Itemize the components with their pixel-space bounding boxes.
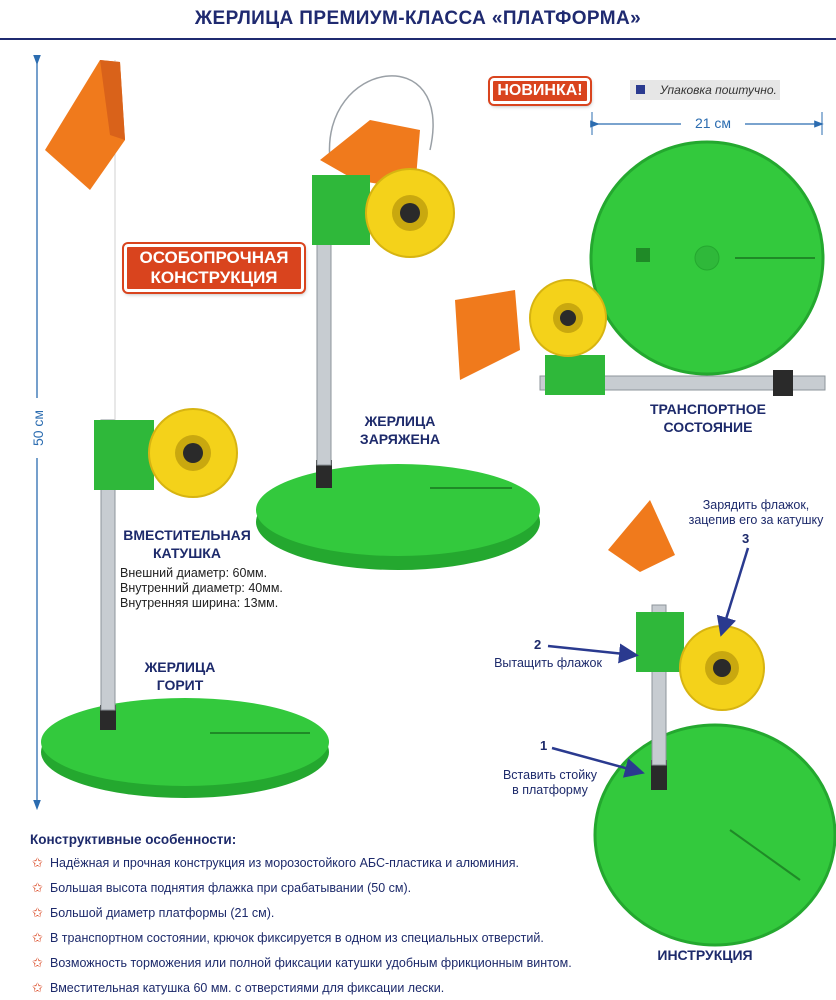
triggered-label-line1: ЖЕРЛИЦА xyxy=(144,659,216,675)
new-badge: НОВИНКА! xyxy=(490,78,590,104)
step-text-2: Вытащить флажок xyxy=(478,656,618,671)
step-text-1: Вставить стойку в платформу xyxy=(490,768,610,798)
star-bullet-icon: ✩ xyxy=(32,980,43,995)
square-bullet-icon xyxy=(636,85,645,94)
packaging-note: Упаковка поштучно. xyxy=(630,80,780,100)
instruction-illustration xyxy=(593,500,836,947)
star-bullet-icon: ✩ xyxy=(32,955,43,970)
title-underline xyxy=(0,38,836,40)
step-text-3: Зарядить флажок, зацепив его за катушку xyxy=(676,498,836,528)
triggered-label-line2: ГОРИТ xyxy=(156,677,204,693)
step-number-3: 3 xyxy=(742,531,750,546)
strong-badge-line1: ОСОБОПРОЧНАЯ xyxy=(139,248,289,267)
reel-spec-width: Внутренняя ширина: 13мм. xyxy=(120,596,279,610)
step-1-line2: в платформу xyxy=(512,783,588,797)
star-bullet-icon: ✩ xyxy=(32,930,43,945)
triggered-label: ЖЕРЛИЦА ГОРИТ xyxy=(115,658,245,694)
loaded-label-line2: ЗАРЯЖЕНА xyxy=(359,431,441,447)
strong-construction-badge: ОСОБОПРОЧНАЯ КОНСТРУКЦИЯ xyxy=(124,244,304,292)
height-label: 50 см xyxy=(30,398,46,458)
diameter-dimension-line xyxy=(590,112,824,135)
transport-label-line1: ТРАНСПОРТНОЕ xyxy=(650,401,766,417)
feature-item: Надёжная и прочная конструкция из морозо… xyxy=(50,856,519,870)
star-bullet-icon: ✩ xyxy=(32,855,43,870)
loaded-label-line1: ЖЕРЛИЦА xyxy=(364,413,436,429)
step-number-2: 2 xyxy=(534,637,542,652)
feature-item: Возможность торможения или полной фиксац… xyxy=(50,956,572,970)
loaded-tip-up-illustration xyxy=(256,75,540,570)
reel-spec-inner: Внутренний диаметр: 40мм. xyxy=(120,581,283,595)
star-bullet-icon: ✩ xyxy=(32,905,43,920)
feature-item: Вместительная катушка 60 мм. с отверстия… xyxy=(50,981,445,995)
loaded-label: ЖЕРЛИЦА ЗАРЯЖЕНА xyxy=(330,412,470,448)
step-3-line2: зацепив его за катушку xyxy=(688,513,824,527)
reel-spec-outer: Внешний диаметр: 60мм. xyxy=(120,566,268,580)
star-bullet-icon: ✩ xyxy=(32,880,43,895)
transport-label: ТРАНСПОРТНОЕ СОСТОЯНИЕ xyxy=(628,400,788,436)
feature-item: Большой диаметр платформы (21 см). xyxy=(50,906,275,920)
step-1-line1: Вставить стойку xyxy=(502,768,598,782)
instruction-arrows xyxy=(547,547,750,778)
page-title: ЖЕРЛИЦА ПРЕМИУМ-КЛАССА «ПЛАТФОРМА» xyxy=(194,8,642,29)
feature-item: Большая высота поднятия флажка при сраба… xyxy=(50,881,412,895)
diameter-label: 21 см xyxy=(682,115,744,131)
strong-badge-line2: КОНСТРУКЦИЯ xyxy=(150,268,278,287)
triggered-tip-up-illustration xyxy=(41,60,329,798)
reel-specs: Внешний диаметр: 60мм. Внутренний диамет… xyxy=(120,566,320,611)
instruction-label: ИНСТРУКЦИЯ xyxy=(657,947,753,963)
transport-state-illustration xyxy=(455,140,826,396)
step-number-1: 1 xyxy=(540,738,548,753)
transport-label-line2: СОСТОЯНИЕ xyxy=(663,419,753,435)
features-title: Конструктивные особенности: xyxy=(30,832,237,847)
reel-label-line1: ВМЕСТИТЕЛЬНАЯ xyxy=(123,527,251,543)
feature-item: В транспортном состоянии, крючок фиксиру… xyxy=(50,931,544,945)
step-3-line1: Зарядить флажок, xyxy=(702,498,810,512)
reel-label: ВМЕСТИТЕЛЬНАЯ КАТУШКА xyxy=(112,526,262,562)
reel-label-line2: КАТУШКА xyxy=(153,545,221,561)
step-2-line1: Вытащить флажок xyxy=(494,656,602,670)
